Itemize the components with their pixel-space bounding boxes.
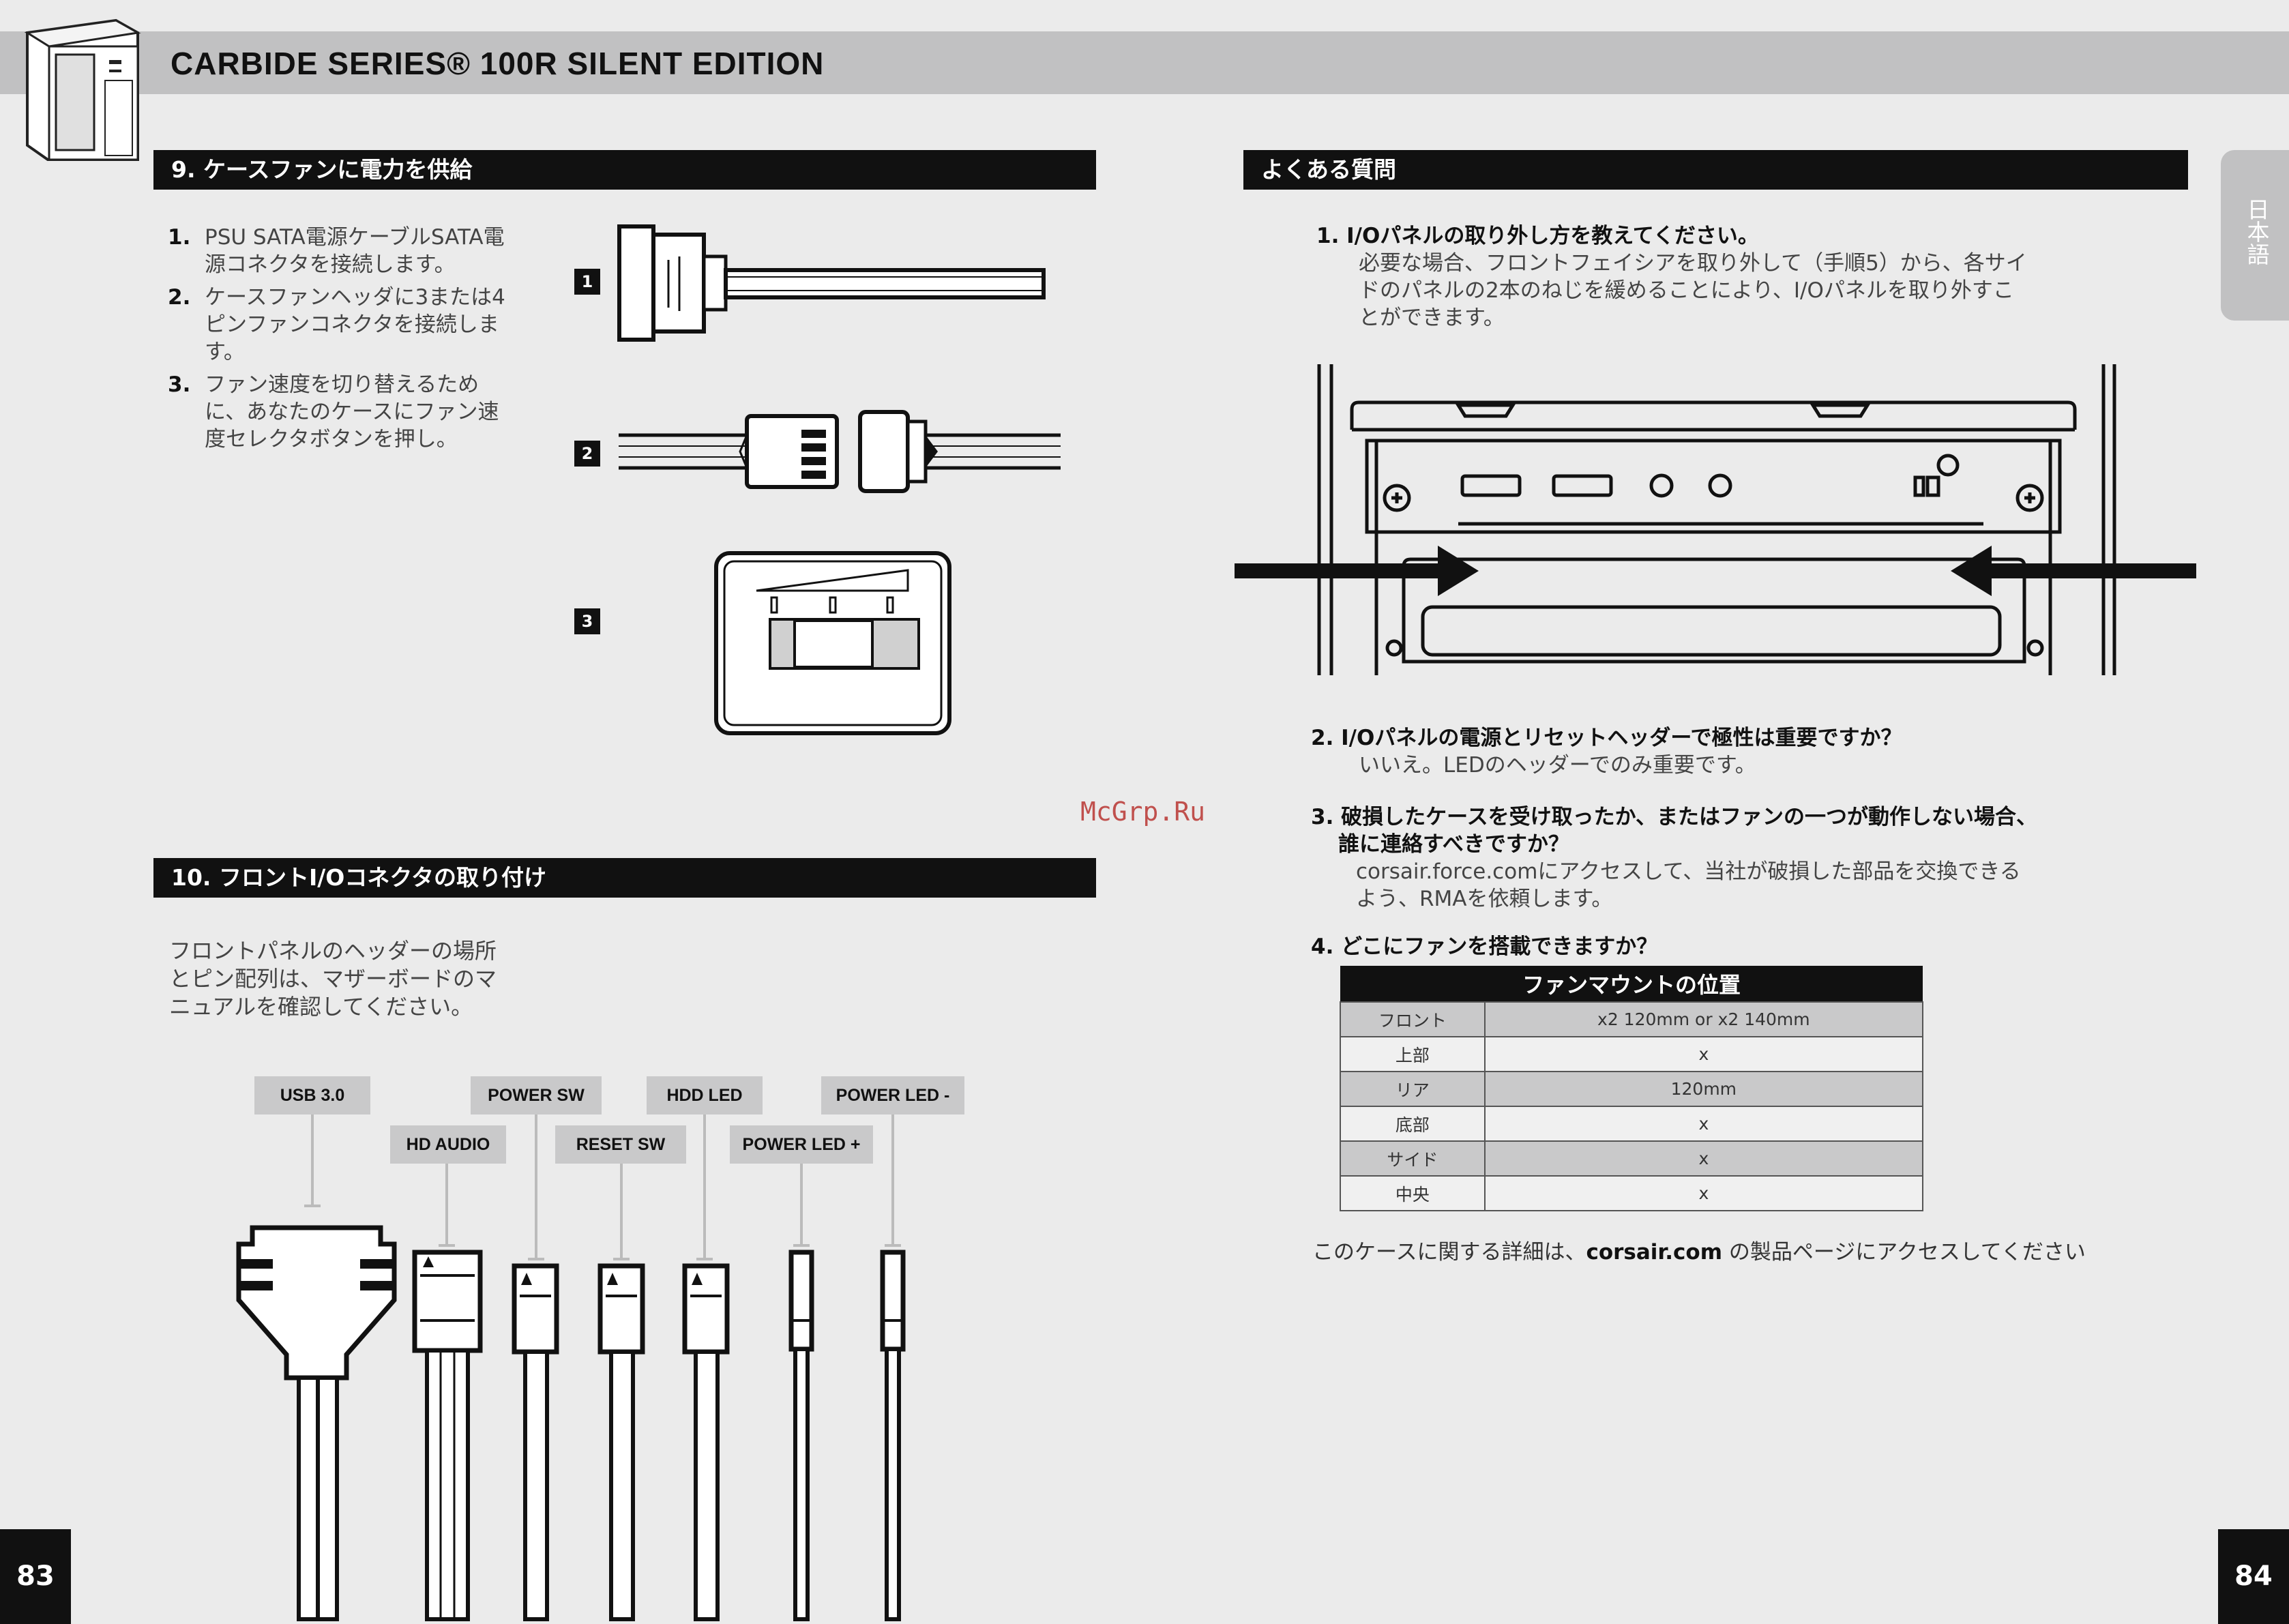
footer-text: の製品ページにアクセスしてください [1722,1240,2086,1265]
question-text: 3. 破損したケースを受け取ったか、またはファンの一つが動作しない場合、 [1311,805,2037,829]
answer-text: 必要な場合、フロントフェイシアを取り外して（手順5）から、各サイドのパネルの2本… [1359,251,2027,330]
table-cell-location: フロント [1340,1001,1486,1037]
case-icon [24,18,141,161]
faq-question-3: 3. 破損したケースを受け取ったか、またはファンの一つが動作しない場合、 誰に連… [1311,803,2109,913]
footer-text: このケースに関する詳細は、 [1312,1240,1586,1265]
figure-label-2: 2 [574,441,600,467]
faq-footer: このケースに関する詳細は、corsair.com の製品ページにアクセスしてくだ… [1312,1239,2131,1267]
question-text: 2. I/Oパネルの電源とリセットヘッダーで極性は重要ですか？ [1311,726,1902,750]
connector-label-power-led-minus: POWER LED - [821,1076,964,1114]
answer-text: いいえ。LEDのヘッダーでのみ重要です。 [1359,753,1756,778]
question-text: 4. どこにファンを搭載できますか？ [1311,934,1658,959]
step-item: 3. ファン速度を切り替えるために、あなたのケースにファン速度セレクタボタンを押… [168,371,516,453]
faq-question-4: 4. どこにファンを搭載できますか？ [1311,933,2109,960]
question-text: 1. I/Oパネルの取り外し方を教えてください。 [1316,224,1759,248]
table-cell-value: x [1483,1106,1924,1142]
fan-mount-table: ファンマウントの位置 フロント x2 120mm or x2 140mm 上部 … [1340,966,1924,1211]
faq-question-2: 2. I/Oパネルの電源とリセットヘッダーで極性は重要ですか？ いいえ。LEDの… [1311,724,2109,779]
step-item: 2. ケースファンヘッダに3または4ピンファンコネクタを接続します。 [168,284,516,366]
step-item: 1. PSU SATA電源ケーブルSATA電源コネクタを接続します。 [168,224,516,278]
table-cell-value: x2 120mm or x2 140mm [1483,1001,1924,1037]
table-row: フロント x2 120mm or x2 140mm [1340,1001,1924,1037]
section10-title: 10. フロントI/Oコネクタの取り付け [153,858,1096,898]
step-number: 1. [168,225,191,250]
document-title: CARBIDE SERIES® 100R SILENT EDITION [171,46,825,81]
section10-text: フロントパネルのヘッダーの場所とピン配列は、マザーボードのマニュアルを確認してく… [169,938,497,1020]
front-io-connectors-illustration [236,1114,906,1621]
answer-text: corsair.force.comにアクセスして、当社が破損した部品を交換できる… [1356,859,2021,911]
table-cell-location: リア [1340,1071,1486,1107]
step-text: PSU SATA電源ケーブルSATA電源コネクタを接続します。 [205,225,505,277]
connector-label-power-sw: POWER SW [471,1076,602,1114]
table-row: サイド x [1340,1140,1924,1177]
table-cell-value: x [1483,1140,1924,1177]
header-bar [0,31,2289,94]
table-row: 底部 x [1340,1106,1924,1142]
table-cell-location: 中央 [1340,1175,1486,1211]
table-row: 上部 x [1340,1036,1924,1072]
connector-label-power-led-plus: POWER LED + [730,1125,873,1164]
figure-label-1: 1 [574,269,600,295]
language-label: 日本語 [2243,198,2270,265]
faq-question-1: 1. I/Oパネルの取り外し方を教えてください。 必要な場合、フロントフェイシア… [1311,222,2109,331]
page-number-right: 84 [2218,1529,2289,1624]
sata-connector-illustration [617,224,1046,342]
io-panel-illustration [1235,364,2196,675]
table-cell-value: 120mm [1483,1071,1924,1107]
connector-label-hd-audio: HD AUDIO [390,1125,506,1164]
connector-label-reset-sw: RESET SW [555,1125,686,1164]
table-cell-location: サイド [1340,1140,1486,1177]
table-cell-value: x [1483,1175,1924,1211]
fan-speed-selector-illustration [714,551,951,735]
connector-label-hdd-led: HDD LED [647,1076,763,1114]
table-title: ファンマウントの位置 [1340,966,1923,1002]
watermark: McGrp.Ru [1080,797,1206,827]
page-number-left: 83 [0,1529,71,1624]
section9-title: 9. ケースファンに電力を供給 [153,150,1096,190]
connector-label-usb3: USB 3.0 [254,1076,370,1114]
step-text: ファン速度を切り替えるために、あなたのケースにファン速度セレクタボタンを押し。 [205,372,499,452]
language-tab [2221,150,2289,321]
table-cell-location: 上部 [1340,1036,1486,1072]
faq-title: よくある質問 [1243,150,2188,190]
table-cell-location: 底部 [1340,1106,1486,1142]
fan-connector-illustration [619,410,1061,493]
step-number: 3. [168,372,191,397]
question-text-cont: 誰に連絡すべきですか？ [1338,832,1569,857]
table-row: リア 120mm [1340,1071,1924,1107]
figure-label-3: 3 [574,608,600,634]
table-row: 中央 x [1340,1175,1924,1211]
corsair-link[interactable]: corsair.com [1586,1240,1723,1265]
step-text: ケースファンヘッダに3または4ピンファンコネクタを接続します。 [205,285,505,364]
section9-steps: 1. PSU SATA電源ケーブルSATA電源コネクタを接続します。 2. ケー… [168,224,516,458]
step-number: 2. [168,285,191,310]
table-cell-value: x [1483,1036,1924,1072]
